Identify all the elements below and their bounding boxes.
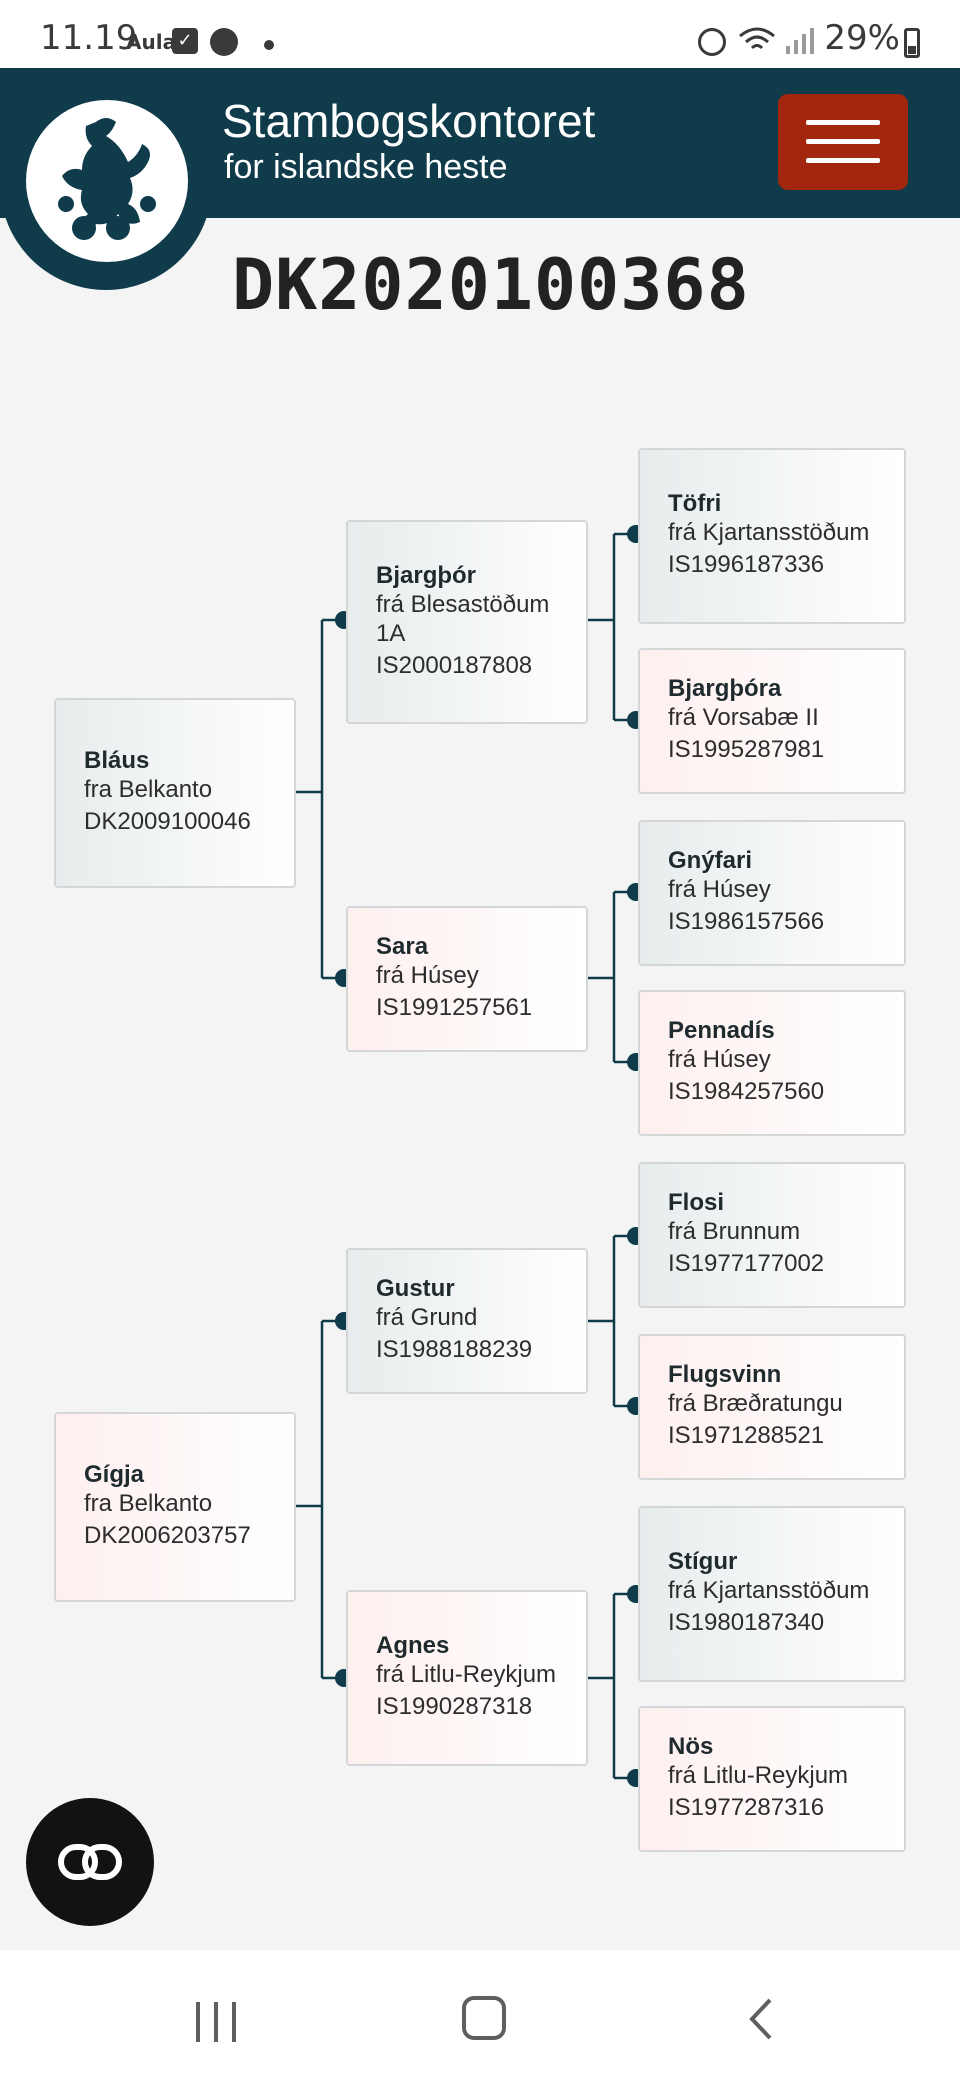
horse-origin: frá Blesastöðum 1A — [376, 590, 550, 647]
link-button[interactable] — [26, 1798, 154, 1926]
horse-name: Nös — [668, 1733, 714, 1760]
horse-origin: frá Húsey — [668, 876, 771, 903]
horse-name: Pennadís — [668, 1017, 775, 1044]
horse-card-sire-dam[interactable]: Sara frá Húsey IS1991257561 — [346, 906, 588, 1052]
horse-name: Flosi — [668, 1189, 725, 1216]
horse-registration: DK2006203757 — [84, 1522, 251, 1549]
horse-origin: frá Kjartansstöðum — [668, 519, 870, 546]
horse-card-sire-sire[interactable]: Bjargþór frá Blesastöðum 1A IS2000187808 — [346, 520, 588, 724]
dot-icon — [264, 40, 274, 50]
horse-origin: frá Kjartansstöðum — [668, 1577, 870, 1604]
battery-icon — [904, 28, 920, 58]
horse-registration: IS1990287318 — [376, 1693, 533, 1720]
horse-name: Bláus — [84, 747, 150, 774]
horse-registration: IS1984257560 — [668, 1078, 825, 1105]
link-icon — [58, 1844, 122, 1880]
hamburger-icon — [806, 120, 880, 125]
horse-origin: fra Belkanto — [84, 776, 213, 803]
battery-percent: 29% — [824, 18, 900, 58]
horse-origin: frá Litlu-Reykjum — [376, 1661, 557, 1688]
back-icon[interactable] — [740, 1996, 786, 2042]
horse-origin: fra Belkanto — [84, 1490, 213, 1517]
horse-registration: IS1980187340 — [668, 1609, 825, 1636]
wifi-icon — [739, 27, 775, 50]
alarm-icon — [698, 28, 726, 56]
horse-registration: IS1971288521 — [668, 1422, 825, 1449]
horse-registration: IS1977177002 — [668, 1250, 825, 1277]
horse-card-sd-dam[interactable]: Pennadís frá Húsey IS1984257560 — [638, 990, 906, 1136]
horse-origin: frá Húsey — [668, 1046, 771, 1073]
page-title: DK2020100368 — [232, 244, 750, 326]
horse-card-ds-sire[interactable]: Flosi frá Brunnum IS1977177002 — [638, 1162, 906, 1308]
horse-origin: frá Vorsabæ II — [668, 704, 819, 731]
menu-button[interactable] — [778, 94, 908, 190]
horse-registration: DK2009100046 — [84, 808, 251, 835]
horse-logo-icon[interactable] — [26, 100, 188, 262]
system-nav-bar — [0, 1950, 960, 2080]
horse-registration: IS1995287981 — [668, 736, 825, 763]
horse-name: Bjargþór — [376, 561, 477, 589]
horse-card-ss-sire[interactable]: Töfri frá Kjartansstöðum IS1996187336 — [638, 448, 906, 624]
brand-subtitle[interactable]: for islandske heste — [224, 148, 508, 186]
status-bar: 11.19 Aula ✓ 29% — [0, 0, 960, 68]
status-app-label: Aula — [126, 30, 177, 54]
brand-title[interactable]: Stambogskontoret — [222, 95, 596, 147]
checkbox-icon: ✓ — [172, 28, 198, 54]
home-icon[interactable] — [462, 1996, 506, 2040]
horse-name: Töfri — [668, 490, 722, 517]
horse-card-dam-sire[interactable]: Gustur frá Grund IS1988188239 — [346, 1248, 588, 1394]
horse-name: Gustur — [376, 1275, 455, 1302]
horse-registration: IS1996187336 — [668, 551, 825, 578]
horse-card-ss-dam[interactable]: Bjargþóra frá Vorsabæ II IS1995287981 — [638, 648, 906, 794]
horse-name: Flugsvinn — [668, 1361, 782, 1388]
horse-card-ds-dam[interactable]: Flugsvinn frá Bræðratungu IS1971288521 — [638, 1334, 906, 1480]
horse-registration: IS1988188239 — [376, 1336, 533, 1363]
horse-origin: frá Húsey — [376, 962, 479, 989]
horse-registration: IS2000187808 — [376, 651, 533, 679]
horse-registration: IS1986157566 — [668, 908, 825, 935]
recent-apps-icon[interactable] — [194, 2002, 240, 2042]
horse-card-dd-dam[interactable]: Nös frá Litlu-Reykjum IS1977287316 — [638, 1706, 906, 1852]
status-time: 11.19 — [40, 18, 138, 58]
horse-name: Agnes — [376, 1632, 450, 1659]
signal-icon — [786, 28, 814, 54]
horse-card-sd-sire[interactable]: Gnýfari frá Húsey IS1986157566 — [638, 820, 906, 966]
horse-card-dam-dam[interactable]: Agnes frá Litlu-Reykjum IS1990287318 — [346, 1590, 588, 1766]
horse-name: Sara — [376, 933, 429, 960]
horse-origin: frá Brunnum — [668, 1218, 801, 1245]
horse-name: Gígja — [84, 1461, 145, 1488]
horse-card-sire[interactable]: Bláus fra Belkanto DK2009100046 — [54, 698, 296, 888]
horse-name: Stígur — [668, 1548, 738, 1575]
horse-card-dd-sire[interactable]: Stígur frá Kjartansstöðum IS1980187340 — [638, 1506, 906, 1682]
horse-registration: IS1991257561 — [376, 994, 533, 1021]
horse-card-dam[interactable]: Gígja fra Belkanto DK2006203757 — [54, 1412, 296, 1602]
horse-registration: IS1977287316 — [668, 1794, 825, 1821]
horse-origin: frá Litlu-Reykjum — [668, 1762, 849, 1789]
horse-name: Bjargþóra — [668, 675, 782, 702]
messenger-icon — [210, 28, 238, 56]
horse-origin: frá Bræðratungu — [668, 1390, 843, 1417]
horse-origin: frá Grund — [376, 1304, 478, 1331]
horse-name: Gnýfari — [668, 847, 753, 874]
